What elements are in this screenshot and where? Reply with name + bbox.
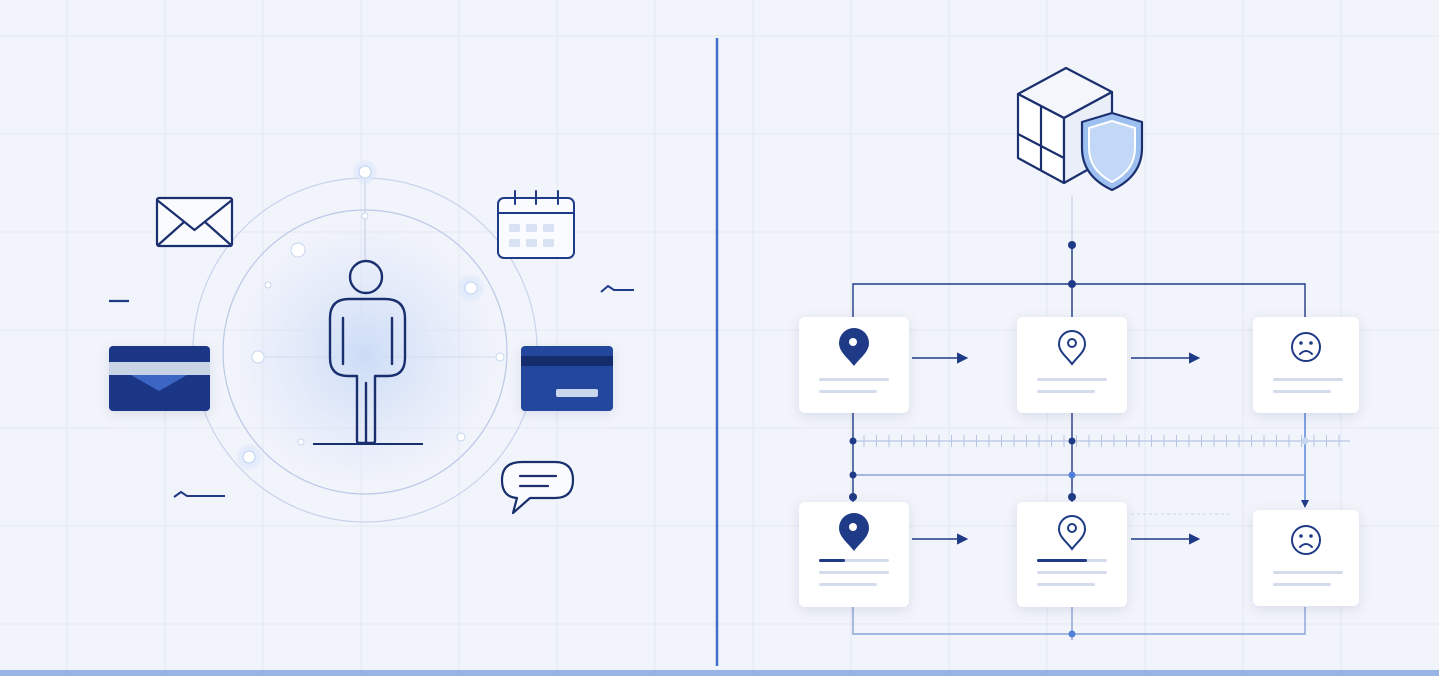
pin-hole: [1067, 338, 1077, 348]
pin-hole: [849, 338, 857, 346]
placeholder-line: [819, 583, 877, 586]
placeholder-line: [1037, 378, 1107, 381]
orbit-dot: [361, 212, 369, 220]
decor-wave: [173, 490, 225, 498]
card-body: [1253, 510, 1359, 606]
person-icon: [328, 259, 407, 445]
placeholder-line: [819, 390, 877, 393]
orbit-dot: [358, 165, 372, 179]
center-glow: [215, 205, 515, 505]
placeholder-line: [1273, 390, 1331, 393]
placeholder-line: [1273, 583, 1331, 586]
pin-hole: [1067, 523, 1077, 533]
orbit-dot: [297, 438, 305, 446]
pin-hole: [849, 523, 857, 531]
orbit-dot: [464, 281, 478, 295]
orbit-dot: [251, 350, 265, 364]
placeholder-line: [1037, 390, 1095, 393]
left-panel: [109, 159, 634, 523]
progress-line: [819, 559, 845, 562]
user-face-icon: [1291, 525, 1321, 555]
card-body: [1017, 502, 1127, 607]
card-body: [1253, 317, 1359, 413]
progress-line: [1037, 559, 1087, 562]
location-pin-outline-icon: [1057, 515, 1087, 551]
timeline-ruler: [856, 435, 1350, 447]
node-card: [1253, 317, 1359, 413]
mail-icon: [155, 196, 234, 248]
node-card: [799, 502, 909, 607]
location-pin-filled-icon: [839, 328, 869, 366]
location-pin-filled-icon: [839, 513, 869, 551]
card-body: [799, 502, 909, 607]
node-card: [1253, 510, 1359, 606]
node-cards: [799, 317, 1359, 607]
flow-arrows: [912, 352, 1230, 545]
placeholder-line: [1273, 378, 1343, 381]
orbit-dot: [495, 352, 505, 362]
node-card: [1017, 502, 1127, 607]
location-pin-outline-icon: [1057, 330, 1087, 366]
orbit-dots: [235, 159, 505, 471]
card-icon: [109, 346, 210, 411]
node-card: [799, 317, 909, 413]
decor-wave: [600, 284, 634, 293]
arrow-down: [1301, 500, 1309, 508]
orbit-dot: [290, 242, 306, 258]
placeholder-line: [1037, 583, 1095, 586]
orbit-dot: [242, 450, 256, 464]
orbit-dot: [456, 432, 466, 442]
node-card: [1017, 317, 1127, 413]
placeholder-line: [1037, 571, 1107, 574]
connector-nodes: [849, 241, 1309, 638]
calendar-icon: [497, 190, 575, 259]
chat-bubble-icon: [500, 460, 575, 515]
right-panel: [799, 66, 1359, 640]
card-icon: [521, 346, 613, 411]
connector-lines: [852, 196, 1306, 640]
cube-shield-icon: [1016, 66, 1144, 192]
orbit-dot: [264, 281, 272, 289]
bottom-edge-bar: [0, 670, 1439, 676]
placeholder-line: [1273, 571, 1343, 574]
placeholder-line: [819, 571, 889, 574]
placeholder-line: [819, 378, 889, 381]
user-face-icon: [1291, 332, 1321, 362]
